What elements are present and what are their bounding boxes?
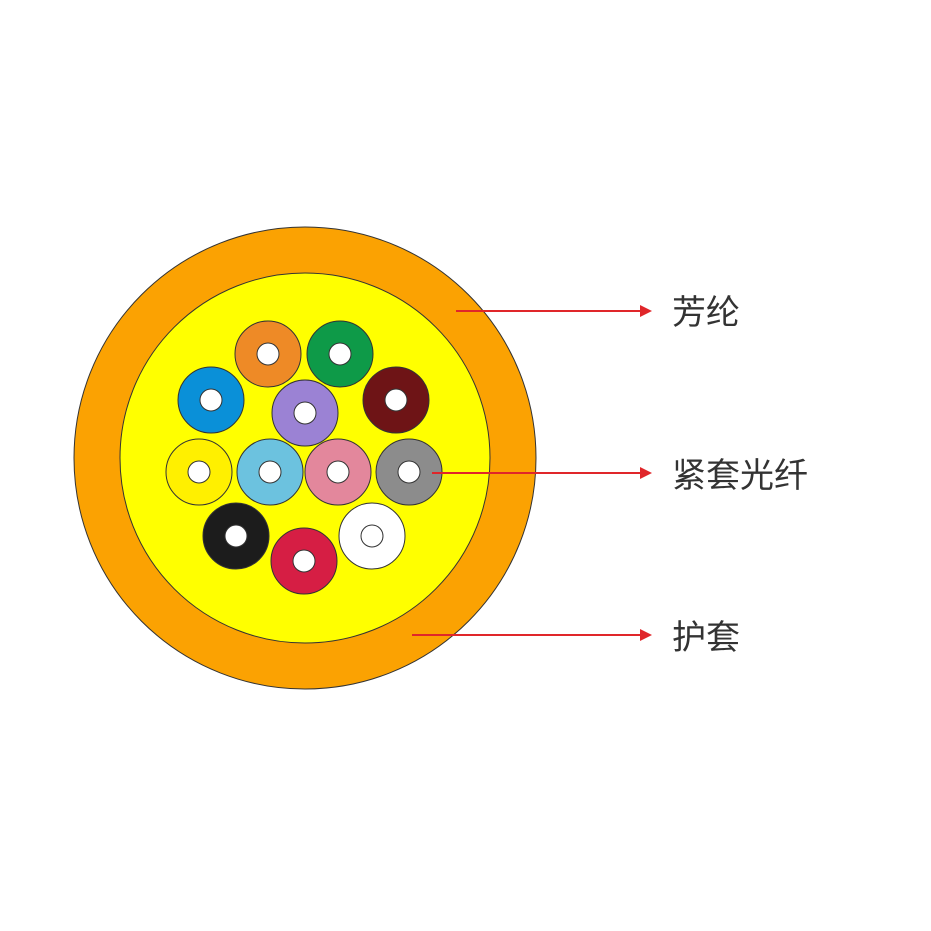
fiber-brown	[362, 366, 430, 434]
fiber-core-white	[360, 524, 384, 548]
fiber-rose	[304, 438, 372, 506]
fiber-green	[306, 320, 374, 388]
aramid-label: 芳纶	[672, 293, 740, 333]
tight-buffer-fibers	[165, 320, 443, 595]
fiber-blue	[177, 366, 245, 434]
fiber-core-gray	[397, 460, 421, 484]
tight-buffer-fiber-label: 紧套光纤	[672, 456, 808, 496]
fiber-black	[202, 502, 270, 570]
fiber-core-blue	[199, 388, 223, 412]
fiber-aqua	[236, 438, 304, 506]
fiber-red	[270, 527, 338, 595]
fiber-core-red	[292, 549, 316, 573]
fiber-core-brown	[384, 388, 408, 412]
fiber-yellow	[165, 438, 233, 506]
fiber-orange	[234, 320, 302, 388]
fiber-violet	[271, 379, 339, 447]
fiber-core-aqua	[258, 460, 282, 484]
fiber-core-yellow	[187, 460, 211, 484]
jacket-label: 护套	[672, 618, 740, 658]
fiber-white	[338, 502, 406, 570]
fiber-core-rose	[326, 460, 350, 484]
fiber-core-black	[224, 524, 248, 548]
fiber-core-violet	[293, 401, 317, 425]
fiber-core-orange	[256, 342, 280, 366]
fiber-core-green	[328, 342, 352, 366]
